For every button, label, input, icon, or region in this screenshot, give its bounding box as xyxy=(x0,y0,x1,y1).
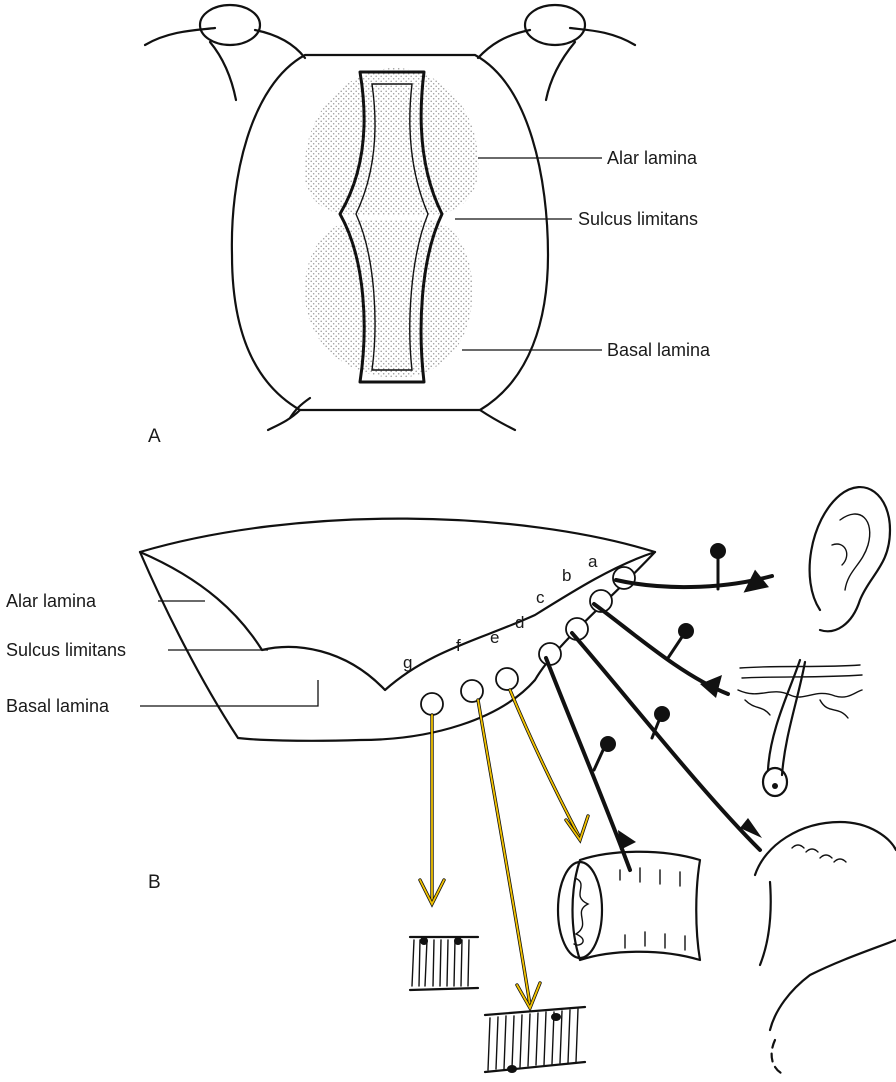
nucleus-label-c: c xyxy=(536,588,545,607)
panel-b-label: B xyxy=(148,872,161,893)
nucleus-label-f: f xyxy=(456,636,461,655)
basal-lamina-label-b: Basal lamina xyxy=(6,696,110,716)
nucleus-d xyxy=(539,643,561,665)
skin-hair-follicle-icon xyxy=(738,660,862,796)
nuclei xyxy=(421,567,635,715)
nucleus-label-b: b xyxy=(562,566,571,585)
leader-basal-b xyxy=(140,680,318,706)
efferent-fibers xyxy=(420,690,588,1008)
muscle-bundle-icon xyxy=(485,1007,585,1073)
nucleus-label-d: d xyxy=(515,613,524,632)
panel-b: Alar lamina Sulcus limitans Basal lamina… xyxy=(6,487,896,1075)
ganglion-cell-ear xyxy=(710,543,726,559)
afferent-fibers xyxy=(546,543,772,870)
ventral-roots xyxy=(268,398,515,430)
panel-a-label: A xyxy=(148,426,161,447)
sulcus-limitans-label-b: Sulcus limitans xyxy=(6,640,126,660)
basal-plate-stipple xyxy=(305,220,473,378)
alar-plate-stipple xyxy=(304,68,478,215)
nucleus-label-g: g xyxy=(403,653,412,672)
nucleus-label-e: e xyxy=(490,628,499,647)
nucleus-label-a: a xyxy=(588,552,598,571)
alar-lamina-label-a: Alar lamina xyxy=(607,148,698,168)
nucleus-e xyxy=(496,668,518,690)
ear-icon xyxy=(810,487,890,631)
pharynx-taste-icon xyxy=(755,822,896,1075)
arrowhead-skin xyxy=(700,675,722,698)
nucleus-f xyxy=(461,680,483,702)
nucleus-g xyxy=(421,693,443,715)
sulcus-limitans-label-a: Sulcus limitans xyxy=(578,209,698,229)
ganglion-cell-pharynx xyxy=(654,706,670,722)
basal-lamina-label-a: Basal lamina xyxy=(607,340,711,360)
muscle-bundle-icon xyxy=(410,937,478,990)
nucleus-a xyxy=(613,567,635,589)
arrowhead-gut xyxy=(618,830,636,850)
panel-a: Alar lamina Sulcus limitans Basal lamina… xyxy=(145,5,711,447)
arrowhead-ear xyxy=(739,568,769,593)
ganglion-cell-skin xyxy=(678,623,694,639)
afferent-fiber-pharynx xyxy=(572,633,760,850)
ganglion-cell-gut xyxy=(600,736,616,752)
alar-lamina-label-b: Alar lamina xyxy=(6,591,97,611)
